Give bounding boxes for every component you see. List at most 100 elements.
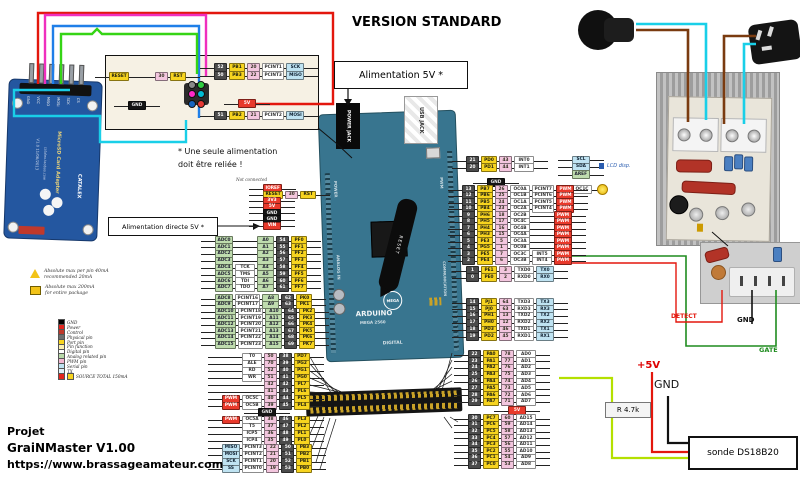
pin-row-icsp-gnd: GND <box>114 101 160 110</box>
pin-box: RX1 <box>536 332 554 341</box>
legend-label: Physical pin <box>67 334 93 340</box>
pin-box: 5V <box>238 99 256 108</box>
pin-box: VIN <box>263 221 281 230</box>
pin-box: 2 <box>499 273 512 282</box>
plus5v-label: +5V <box>637 360 661 371</box>
legend-label: Digital pin <box>67 349 90 355</box>
pin-box: PB2 <box>229 111 245 120</box>
pin-box: ADC7 <box>215 283 234 293</box>
pin-box: A7 <box>257 283 275 293</box>
pin-box: OC3B <box>510 256 530 266</box>
project-block: Projet GraiNMaster V1.00 https://www.bra… <box>7 424 223 473</box>
pin-box: TDO <box>235 283 256 293</box>
legend-label: Analog related pin <box>67 354 107 360</box>
page-title: VERSION STANDARD <box>352 15 502 30</box>
pin-box: PE0 <box>481 273 497 282</box>
pin-box: MISO <box>286 71 305 80</box>
pin-box: PWM <box>554 256 572 266</box>
pin-box: RXD1 <box>514 332 534 341</box>
pin-row-icsp-reset: RESET <box>94 72 144 81</box>
legend-label: Serial pin <box>67 363 88 369</box>
pin-row-gnd-mid: GND <box>244 408 290 417</box>
alim-5v-box: Alimentation 5V * <box>334 61 468 89</box>
legend-label: Port pin <box>67 339 84 345</box>
note-line-1: * Une seule alimentation <box>178 147 278 156</box>
pin-box: WR <box>242 373 262 383</box>
pin-box: RX0 <box>536 273 554 282</box>
chip-icon <box>30 286 41 296</box>
pin-box: RST <box>300 190 317 199</box>
pin-box: PA7 <box>483 397 499 407</box>
pin-box: PK7 <box>299 340 316 349</box>
pin-box: RESET <box>109 72 130 81</box>
pin-row-power-header: VIN <box>249 221 295 230</box>
pin-box: AREF <box>572 170 590 179</box>
pin-box: PB3 <box>229 71 245 80</box>
pin-box: 71 <box>501 397 514 407</box>
project-title: Projet <box>7 425 45 438</box>
pin-box: A15 <box>265 340 283 349</box>
legend-label: PWM pin <box>67 359 87 365</box>
pin-row-fivev-right: 5V <box>494 406 540 415</box>
pin-box: 19 <box>466 332 479 341</box>
sonde-label: sonde DS18B20 <box>707 448 779 458</box>
pin-box: 69 <box>284 340 298 349</box>
legend-swatch <box>58 373 65 380</box>
alim-directe-box: Alimentation directe 5V * <box>108 217 218 236</box>
resistor-label: R 4.7k <box>616 406 640 414</box>
pin-box: AD8 <box>516 460 536 469</box>
pin-box: PWM <box>222 401 240 411</box>
alim-5v-label: Alimentation 5V * <box>359 69 443 81</box>
project-name: GraiNMaster V1.00 <box>7 440 136 455</box>
pin-box: OC5B <box>242 401 262 411</box>
pin-box: 61 <box>276 283 290 293</box>
detect-label: DETECT <box>671 313 697 320</box>
pin-box: PCINT0 <box>242 464 265 474</box>
power-plug-photo <box>578 6 636 56</box>
pin-box: 20 <box>466 163 479 172</box>
single-supply-note: * Une seule alimentation doit être relié… <box>178 146 277 172</box>
pin-box: 5V <box>508 406 526 415</box>
pin-box: PL4 <box>294 401 310 411</box>
pin-box: 2 <box>462 256 475 266</box>
pin-box: 30 <box>285 190 299 199</box>
legend-label: Pin function <box>67 344 93 350</box>
legend-label: Power <box>67 324 81 330</box>
lcd-note: LCD disp. <box>607 163 631 169</box>
pin-box: 53 <box>501 460 514 469</box>
pin-box: MOSI <box>286 111 305 120</box>
pin-box: 37 <box>468 460 481 469</box>
gate-label: GATE <box>759 346 778 354</box>
